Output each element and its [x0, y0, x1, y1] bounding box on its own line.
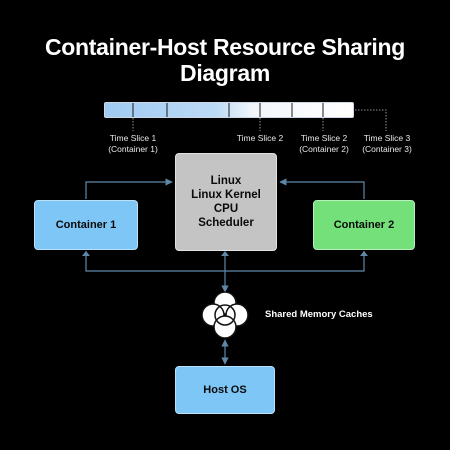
shared-cache-label: Shared Memory Caches — [265, 309, 373, 320]
link-container1-scheduler — [85, 178, 173, 199]
arrowhead — [221, 251, 229, 256]
container-2-node: Container 2 — [313, 200, 415, 250]
host-os-node: Host OS — [175, 366, 275, 414]
scheduler-label-line: CPU — [213, 203, 239, 215]
time-slice-label: Time Slice 1 (Container 1) — [108, 133, 158, 154]
title-line-2: Diagram — [180, 60, 270, 86]
timeline-leaders — [132, 109, 387, 131]
arrowhead — [360, 251, 368, 256]
time-slice-label: Time Slice 3 (Container 3) — [362, 133, 412, 154]
host-os-label: Host OS — [203, 384, 247, 396]
bus-arrowheads — [82, 251, 368, 256]
container-1-label: Container 1 — [55, 219, 117, 231]
container-2-label: Container 2 — [333, 219, 395, 231]
link-container1-bus — [85, 251, 225, 272]
link-container2-bus — [225, 251, 365, 272]
timeline-dividers — [132, 103, 324, 117]
cache-circle-center — [214, 304, 236, 326]
overlapping-circles-icon — [201, 291, 249, 339]
time-slice-label: Time Slice 2 (Container 2) — [299, 133, 349, 154]
scheduler-label-line: Scheduler — [198, 217, 254, 229]
arrowhead — [82, 251, 90, 256]
scheduler-container-links — [85, 178, 365, 199]
time-slice-label: Time Slice 2 — [236, 133, 284, 143]
scheduler-label-line: Linux — [210, 175, 242, 187]
title-line-1: Container-Host Resource Sharing — [44, 34, 406, 60]
container-1-node: Container 1 — [34, 200, 138, 250]
timeline-leader — [355, 109, 387, 131]
cpu-scheduler-node: Linux Linux Kernel CPU Scheduler — [175, 153, 277, 251]
cache-circle — [213, 315, 237, 339]
scheduler-label-line: Linux Kernel — [191, 189, 261, 201]
link-container2-scheduler — [279, 178, 365, 199]
diagram-title: Container-Host Resource Sharing Diagram — [0, 34, 450, 86]
